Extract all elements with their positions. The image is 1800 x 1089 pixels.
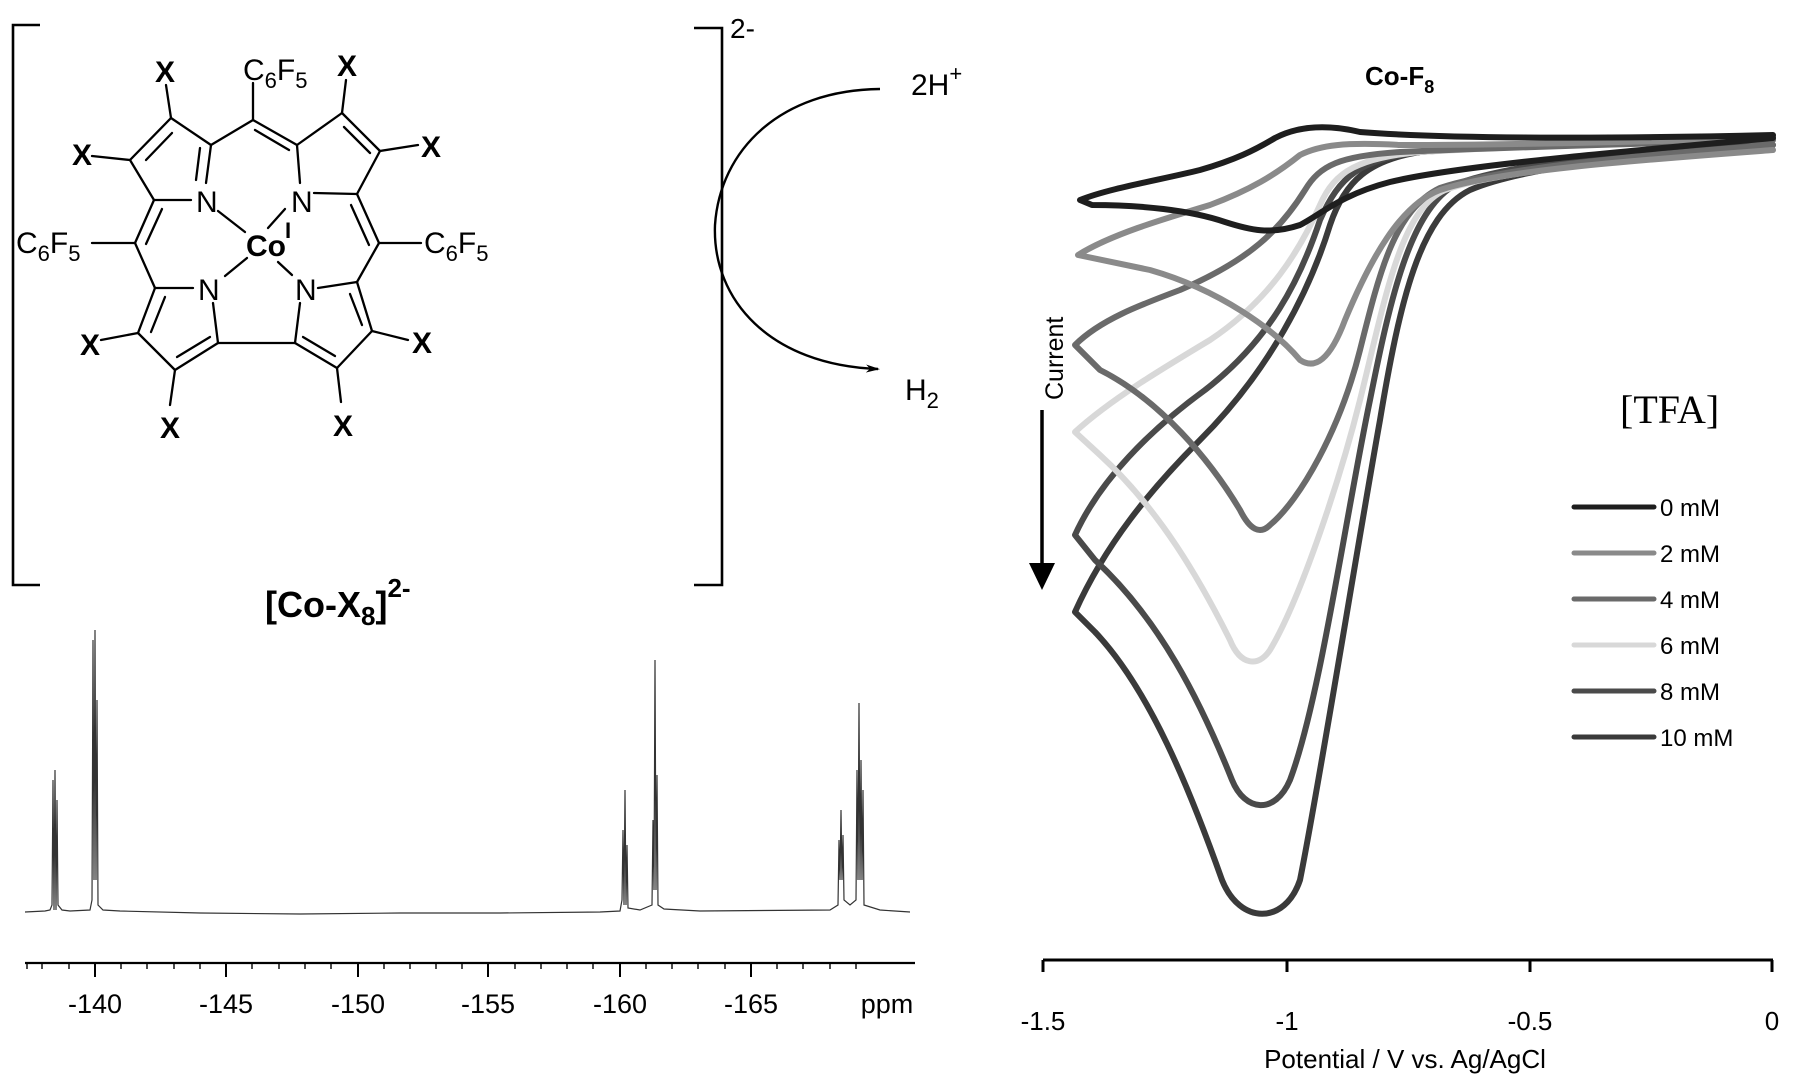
reactant-label: 2H+ <box>911 61 962 102</box>
compound-name: [Co-X8]2- <box>265 573 411 631</box>
nmr-tick-label: -155 <box>461 989 515 1019</box>
substituent-x: X <box>72 139 92 172</box>
nitrogen-label: N <box>295 274 317 307</box>
substituent-x: X <box>333 410 353 443</box>
substituent-x: X <box>412 327 432 360</box>
nmr-trace <box>24 629 911 915</box>
nmr-tick-label: -140 <box>68 989 122 1019</box>
pentafluorophenyl-left: C6F5 <box>16 227 81 266</box>
nitrogen-label: N <box>198 274 220 307</box>
cv-tick-label: -1 <box>1275 1006 1298 1036</box>
svg-text:10 mM: 10 mM <box>1660 725 1733 752</box>
left-bracket <box>11 23 40 587</box>
svg-text:8 mM: 8 mM <box>1660 679 1720 706</box>
cv-tick-label: 0 <box>1765 1006 1779 1036</box>
cv-chart: Co-F8 Current - <box>1021 61 1780 1074</box>
svg-text:6 mM: 6 mM <box>1660 633 1720 660</box>
svg-text:2 mM: 2 mM <box>1660 541 1720 568</box>
legend-item: 4 mM <box>1571 587 1720 614</box>
cv-curve-0mM <box>1077 124 1776 234</box>
legend-title: [TFA] <box>1620 387 1719 432</box>
legend: 0 mM 2 mM 4 mM 6 mM 8 mM 10 mM <box>1571 495 1733 752</box>
product-label: H2 <box>905 374 939 413</box>
nmr-tick-label: -165 <box>724 989 778 1019</box>
porphyrin-skeleton <box>90 78 423 407</box>
legend-item: 2 mM <box>1571 541 1720 568</box>
nmr-tick-label: -150 <box>331 989 385 1019</box>
svg-text:4 mM: 4 mM <box>1660 587 1720 614</box>
cv-tick-label: -0.5 <box>1508 1006 1553 1036</box>
cv-curve-8mM <box>1072 133 1776 809</box>
substituent-x: X <box>80 329 100 362</box>
nmr-major-ticks <box>94 963 752 977</box>
cv-x-label: Potential / V vs. Ag/AgCl <box>1264 1044 1546 1074</box>
right-bracket <box>694 26 724 587</box>
nitrogen-label: N <box>196 186 218 219</box>
cv-curve-6mM <box>1072 137 1776 665</box>
substituent-x: X <box>421 131 441 164</box>
nmr-minor-ticks <box>26 963 857 969</box>
legend-item: 0 mM <box>1571 495 1720 522</box>
current-arrow-head-icon <box>1029 563 1055 590</box>
pentafluorophenyl-right: C6F5 <box>424 227 489 266</box>
cv-title: Co-F8 <box>1365 61 1434 97</box>
complex-charge: 2- <box>730 13 755 44</box>
svg-text:0 mM: 0 mM <box>1660 495 1720 522</box>
cv-x-ticks <box>1041 960 1774 972</box>
nmr-tick-label: -145 <box>199 989 253 1019</box>
nitrogen-label: N <box>291 186 313 219</box>
legend-item: 10 mM <box>1571 725 1733 752</box>
pentafluorophenyl-top: C6F5 <box>243 54 308 93</box>
legend-item: 6 mM <box>1571 633 1720 660</box>
cv-curve-2mM <box>1075 135 1776 367</box>
legend-item: 8 mM <box>1571 679 1720 706</box>
cobalt-oxidation-state: I <box>285 218 291 243</box>
substituent-x: X <box>337 50 357 83</box>
substituent-x: X <box>160 412 180 445</box>
substituent-x: X <box>155 56 175 89</box>
cobalt-label: Co <box>246 230 286 263</box>
nmr-unit-label: ppm <box>861 989 914 1019</box>
nmr-tick-label: -160 <box>593 989 647 1019</box>
cv-curve-10mM <box>1072 135 1776 917</box>
cv-curves <box>1072 124 1776 917</box>
reaction-arrow <box>713 87 881 373</box>
cv-tick-label: -1.5 <box>1021 1006 1066 1036</box>
cv-y-label: Current <box>1041 317 1069 400</box>
nmr-spectrum: -140 -145 -150 -155 -160 -165 ppm <box>24 629 915 1019</box>
